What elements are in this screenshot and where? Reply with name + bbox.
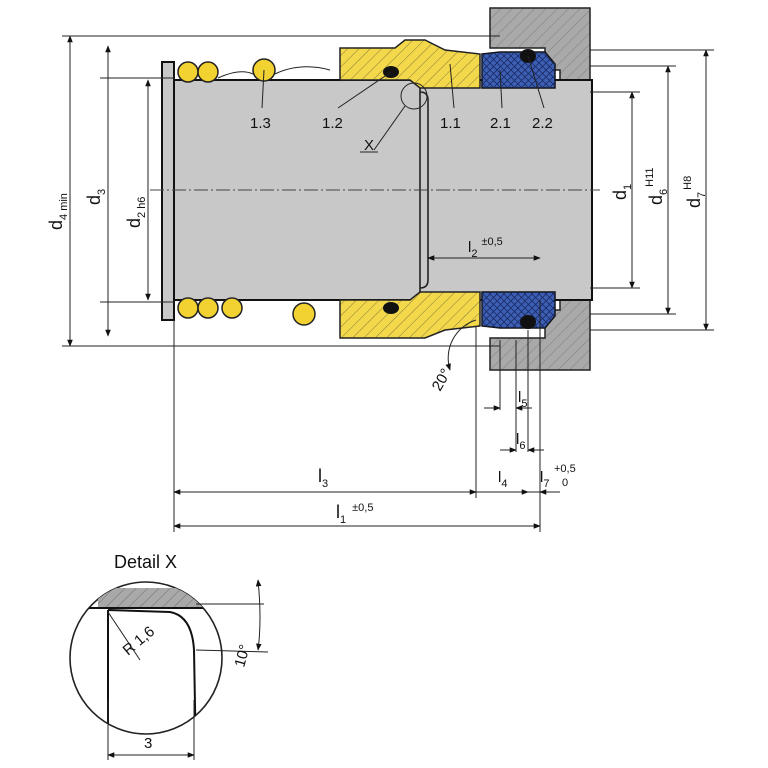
rotating-seal-face (339, 39, 481, 339)
shaft (161, 61, 593, 321)
spring-top (177, 58, 331, 83)
label-d6: d6H11 (644, 167, 670, 205)
label-l1: l1±0,5 (336, 502, 373, 526)
label-l4: l4 (498, 469, 507, 490)
o-ring-1-2-bottom (383, 302, 399, 314)
label-d1: d1 (610, 184, 634, 200)
o-ring-2-2-bottom (520, 315, 536, 329)
detail-x: Detail X R 1,6 10° 3 (69, 552, 269, 760)
callout-1-1: 1.1 (440, 115, 461, 132)
callout-2-1: 2.1 (490, 115, 511, 132)
label-l5: l5 (518, 389, 527, 410)
label-radius: R 1,6 (120, 623, 158, 659)
label-l7-tol-lower: 0 (562, 477, 568, 489)
label-10deg: 10° (231, 643, 253, 669)
label-l7-tol-upper: +0,5 (554, 463, 576, 475)
detail-profile (107, 609, 197, 734)
label-d3: d3 (84, 189, 108, 205)
label-d7: d7H8 (682, 176, 708, 208)
axial-dimensions: l5 l6 l3 l4 l7 +0,5 0 l1±0,5 (173, 300, 576, 532)
housing-lower-hatch (490, 288, 590, 370)
shaft-end-collar (161, 61, 175, 321)
callout-1-2: 1.2 (322, 115, 343, 132)
callout-x: X (364, 137, 374, 154)
callout-1-3: 1.3 (250, 115, 271, 132)
part-callouts: 1.3 1.2 1.1 2.1 2.2 X (250, 55, 553, 154)
label-l3: l3 (318, 466, 328, 490)
diameter-dimensions (62, 35, 714, 347)
spring (177, 58, 331, 326)
l2-dimension: l2±0,5 (427, 236, 541, 261)
diameter-labels: d4 min d3 d2 h6 d1 d6H11 d7H8 (46, 167, 708, 230)
spring-bottom (177, 297, 316, 326)
label-d4: d4 min (46, 193, 70, 230)
label-l7: l7 (540, 469, 549, 490)
housing (489, 7, 591, 371)
callout-2-2: 2.2 (532, 115, 553, 132)
label-d2: d2 h6 (124, 197, 148, 228)
label-l2: l2±0,5 (468, 236, 503, 260)
housing-upper-hatch (490, 8, 590, 92)
label-l6: l6 (516, 431, 525, 452)
label-dim-3: 3 (144, 735, 152, 752)
detail-x-marker (400, 82, 428, 110)
label-20deg: 20° (429, 366, 455, 394)
detail-circle (69, 581, 223, 735)
detail-title: Detail X (114, 552, 177, 572)
